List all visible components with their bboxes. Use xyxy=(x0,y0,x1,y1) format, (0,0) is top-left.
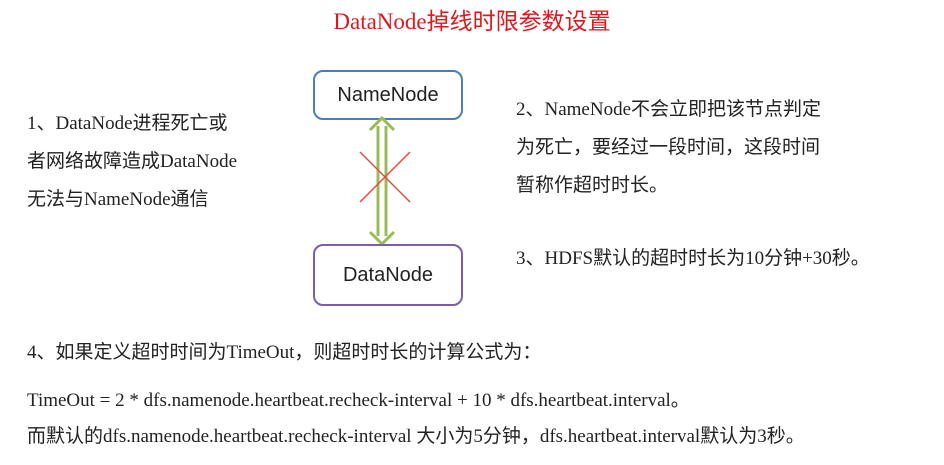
note2-line: 2、NameNode不会立即把该节点判定 xyxy=(516,99,822,120)
timeout-formula: TimeOut = 2 * dfs.namenode.heartbeat.rec… xyxy=(27,390,690,411)
note1-line: 无法与NameNode通信 xyxy=(27,189,209,210)
note1-line: 1、DataNode进程死亡或 xyxy=(27,113,228,134)
datanode-label: DataNode xyxy=(342,263,434,286)
namenode-box: NameNode xyxy=(313,70,463,120)
note-default-intervals: 而默认的dfs.namenode.heartbeat.recheck-inter… xyxy=(27,426,805,447)
heartbeat-connector xyxy=(359,116,411,246)
note-default-timeout: 3、HDFS默认的超时时长为10分钟+30秒。 xyxy=(516,248,870,269)
note2-line: 为死亡，要经过一段时间，这段时间 xyxy=(516,137,821,158)
note-namenode-judgement: 2、NameNode不会立即把该节点判定 为死亡，要经过一段时间，这段时间 暂称… xyxy=(516,100,821,214)
note-timeout-definition: 4、如果定义超时时间为TimeOut，则超时时长的计算公式为： xyxy=(27,342,542,363)
note-datanode-failure: 1、DataNode进程死亡或 者网络故障造成DataNode 无法与NameN… xyxy=(27,114,237,228)
datanode-box: DataNode xyxy=(313,244,463,306)
page-title: DataNode掉线时限参数设置 xyxy=(333,9,611,34)
note2-line: 暂称作超时时长。 xyxy=(516,175,669,196)
disconnected-cross-icon xyxy=(359,151,411,203)
double-arrow-icon xyxy=(368,116,396,246)
namenode-label: NameNode xyxy=(337,83,439,106)
note1-line: 者网络故障造成DataNode xyxy=(27,151,238,172)
